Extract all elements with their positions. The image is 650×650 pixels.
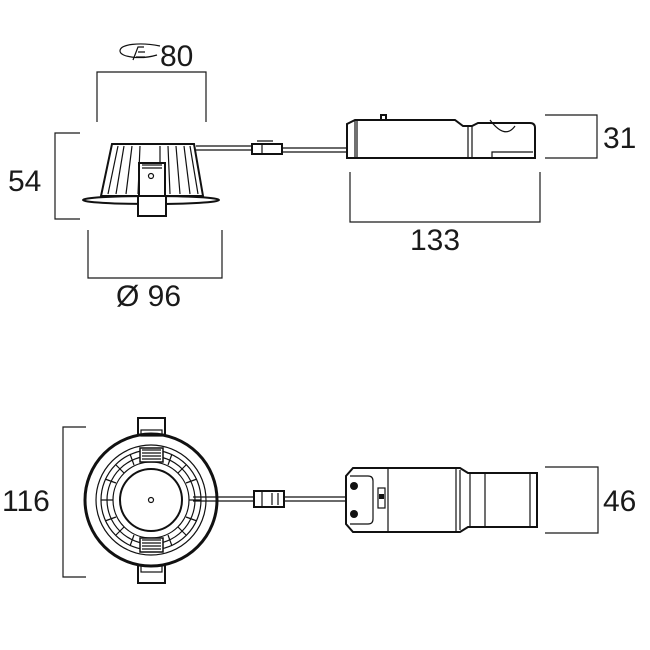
driver-width-dimension: 46: [603, 485, 636, 518]
outer-height-dimension-line: [62, 426, 86, 578]
driver-length-dimension: 133: [410, 224, 460, 257]
diameter-dimension: Ø 96: [116, 280, 181, 313]
diameter-dimension-line: [87, 230, 223, 279]
driver-length-dimension-line: [349, 172, 541, 223]
cutout-icon: [119, 43, 161, 61]
cable-side: [196, 140, 347, 155]
height-dimension: 54: [8, 165, 41, 198]
driver-height-dimension-line: [545, 114, 598, 159]
cutout-dimension: 80: [160, 40, 193, 73]
cable-top: [193, 490, 347, 508]
outer-height-dimension: 116: [2, 485, 50, 518]
cutout-dimension-line: [96, 71, 207, 122]
luminaire-side: [82, 143, 220, 217]
driver-width-dimension-line: [545, 466, 599, 534]
driver-height-dimension: 31: [603, 122, 636, 155]
driver-top: [345, 467, 538, 533]
luminaire-top: [83, 417, 219, 584]
driver-side: [346, 114, 536, 159]
height-dimension-line: [54, 132, 80, 220]
